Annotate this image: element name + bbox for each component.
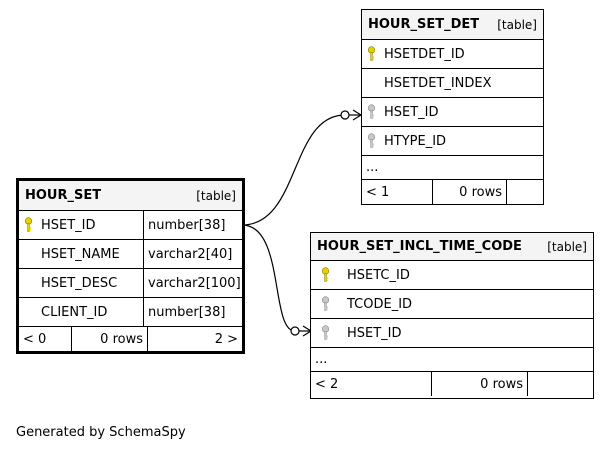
connector-hour-set-to-hour-set-det [241, 109, 362, 226]
column-spacer [19, 240, 37, 268]
table-header: HOUR_SET_DET [table] [362, 10, 543, 40]
row-count: 0 rows [71, 327, 147, 351]
table-hour-set-det[interactable]: HOUR_SET_DET [table] HSETDET_ID HSETDET_… [361, 9, 544, 205]
primary-key-icon [311, 261, 339, 289]
column-name: HTYPE_ID [384, 133, 447, 149]
table-name: HOUR_SET [25, 188, 102, 203]
table-hour-set[interactable]: HOUR_SET [table] HSET_ID number[38] HSET… [16, 178, 245, 354]
generated-by-note: Generated by SchemaSpy [16, 425, 186, 440]
column-name: TCODE_ID [347, 296, 413, 312]
parent-count: < 2 [315, 376, 339, 392]
foreign-key-icon [362, 127, 380, 155]
parent-count: < 1 [366, 184, 390, 200]
table-kind: [table] [497, 17, 537, 32]
column-spacer [19, 298, 37, 326]
table-header: HOUR_SET_INCL_TIME_CODE [table] [311, 233, 593, 261]
foreign-key-icon [311, 290, 339, 318]
more-columns-ellipsis: ... [362, 156, 543, 180]
column-row[interactable]: HSETDET_INDEX [362, 69, 543, 98]
foreign-key-icon [362, 98, 380, 126]
column-row[interactable]: TCODE_ID [311, 290, 593, 319]
more-columns-ellipsis: ... [311, 348, 593, 372]
column-type: number[38] [143, 298, 242, 326]
column-name: HSET_ID [41, 217, 96, 233]
column-row[interactable]: CLIENT_ID number[38] [19, 298, 242, 327]
column-row[interactable]: HSET_ID [311, 319, 593, 348]
table-footer: < 1 0 rows [362, 180, 543, 204]
column-spacer [362, 69, 380, 97]
column-name: HSET_NAME [41, 246, 120, 262]
child-count [527, 372, 593, 396]
child-count [506, 180, 543, 204]
column-spacer [19, 269, 37, 297]
column-row[interactable]: HSETC_ID [311, 261, 593, 290]
row-count: 0 rows [431, 372, 527, 396]
table-header: HOUR_SET [table] [19, 181, 242, 211]
column-name: HSETC_ID [347, 267, 410, 283]
table-footer: < 2 0 rows [311, 372, 593, 396]
column-type: number[38] [143, 211, 242, 239]
column-row[interactable]: HTYPE_ID [362, 127, 543, 156]
column-row[interactable]: HSET_ID [362, 98, 543, 127]
table-name: HOUR_SET_INCL_TIME_CODE [317, 239, 522, 254]
column-name: CLIENT_ID [41, 304, 108, 320]
primary-key-icon [19, 211, 37, 239]
column-type: varchar2[40] [143, 240, 242, 268]
table-kind: [table] [547, 239, 587, 254]
parent-count: < 0 [23, 331, 47, 347]
column-name: HSETDET_ID [384, 46, 465, 62]
table-kind: [table] [196, 188, 236, 203]
primary-key-icon [362, 40, 380, 68]
foreign-key-icon [311, 319, 339, 347]
row-count: 0 rows [432, 180, 506, 204]
column-type: varchar2[100] [143, 269, 242, 297]
column-row[interactable]: HSET_ID number[38] [19, 211, 242, 240]
connector-hour-set-to-hour-set-incl-time-code [241, 224, 312, 337]
column-name: HSET_DESC [41, 275, 118, 291]
table-name: HOUR_SET_DET [368, 17, 480, 32]
column-name: HSET_ID [384, 104, 439, 120]
table-hour-set-incl-time-code[interactable]: HOUR_SET_INCL_TIME_CODE [table] HSETC_ID… [310, 232, 594, 399]
column-name: HSET_ID [347, 325, 402, 341]
column-row[interactable]: HSET_DESC varchar2[100] [19, 269, 242, 298]
column-row[interactable]: HSETDET_ID [362, 40, 543, 69]
column-name: HSETDET_INDEX [384, 75, 492, 91]
table-footer: < 0 0 rows 2 > [19, 327, 242, 351]
column-row[interactable]: HSET_NAME varchar2[40] [19, 240, 242, 269]
child-count: 2 > [147, 327, 242, 351]
